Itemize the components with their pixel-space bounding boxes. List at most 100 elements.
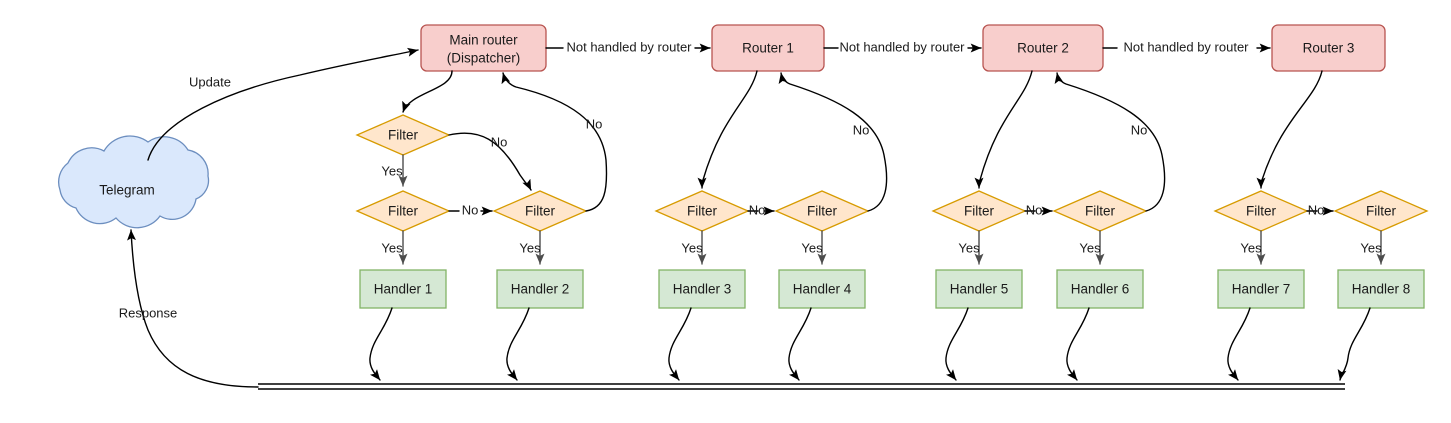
- filter-1-label: Filter: [388, 204, 419, 219]
- label-not-handled-2: Not handled by router: [839, 39, 965, 54]
- edge-response: Response: [119, 229, 259, 388]
- router-2-label: Router 2: [1017, 41, 1069, 56]
- edge-handler8-to-merge: [1337, 307, 1371, 381]
- label-yes-9: Yes: [1360, 240, 1382, 255]
- label-no-3: No: [586, 116, 603, 131]
- edge-handler6-to-merge: [1066, 307, 1090, 381]
- filter-3-label: Filter: [687, 204, 718, 219]
- node-handler-7[interactable]: Handler 7: [1217, 269, 1305, 309]
- label-not-handled-1: Not handled by router: [566, 39, 692, 54]
- edge-filter8-yes-handler8: Yes: [1360, 230, 1386, 265]
- handler-3-label: Handler 3: [673, 282, 732, 297]
- node-filter-8[interactable]: Filter: [1333, 190, 1429, 232]
- edge-handler4-to-merge: [788, 307, 812, 381]
- handler-4-label: Handler 4: [793, 282, 852, 297]
- edge-router2-to-router3: Not handled by router: [1102, 39, 1271, 54]
- handler-2-label: Handler 2: [511, 282, 570, 297]
- node-handler-2[interactable]: Handler 2: [496, 269, 584, 309]
- edge-filter2-yes-handler2: Yes: [519, 230, 545, 265]
- label-yes-6: Yes: [958, 240, 980, 255]
- router-3-label: Router 3: [1303, 41, 1355, 56]
- edge-update: Update: [147, 47, 419, 161]
- node-handler-3[interactable]: Handler 3: [658, 269, 746, 309]
- edge-filter4-yes-handler4: Yes: [801, 230, 827, 265]
- label-no-2: No: [462, 202, 479, 217]
- filter-7-label: Filter: [1246, 204, 1277, 219]
- edge-filter3-no-filter4: No: [747, 202, 775, 217]
- node-filter-a[interactable]: Filter: [355, 114, 451, 156]
- node-filter-7[interactable]: Filter: [1213, 190, 1309, 232]
- label-update: Update: [189, 74, 231, 89]
- edge-handler5-to-merge: [945, 307, 969, 381]
- edge-router1-to-router2: Not handled by router: [823, 39, 982, 54]
- edge-filter5-yes-handler5: Yes: [958, 230, 984, 265]
- main-router-label-line2: (Dispatcher): [447, 51, 521, 66]
- handler-6-label: Handler 6: [1071, 282, 1130, 297]
- label-no-8: No: [1308, 202, 1325, 217]
- handler-7-label: Handler 7: [1232, 282, 1291, 297]
- node-filter-2[interactable]: Filter: [492, 190, 588, 232]
- edge-filter1-no-filter2: No: [448, 202, 493, 217]
- edge-filter6-yes-handler6: Yes: [1079, 230, 1105, 265]
- edge-filter7-yes-handler7: Yes: [1240, 230, 1266, 265]
- node-handler-5[interactable]: Handler 5: [935, 269, 1023, 309]
- node-handler-8[interactable]: Handler 8: [1337, 269, 1425, 309]
- edge-handler3-to-merge: [668, 307, 692, 381]
- filter-6-label: Filter: [1085, 204, 1116, 219]
- edge-filter4-no-router1: No: [778, 72, 888, 212]
- node-handler-6[interactable]: Handler 6: [1056, 269, 1144, 309]
- handler-1-label: Handler 1: [374, 282, 433, 297]
- node-handler-1[interactable]: Handler 1: [359, 269, 447, 309]
- label-yes-8: Yes: [1240, 240, 1262, 255]
- filter-5-label: Filter: [964, 204, 995, 219]
- edge-router1-to-filter3: [697, 70, 758, 189]
- label-yes-4: Yes: [681, 240, 703, 255]
- edge-handler1-to-merge: [369, 307, 393, 381]
- edge-filter-a-no: No: [448, 132, 532, 191]
- label-no-5: No: [853, 122, 870, 137]
- edge-router3-to-filter7: [1256, 70, 1323, 189]
- edge-filter2-no-mainrouter: No: [501, 72, 608, 212]
- edge-filter6-no-router2: No: [1054, 72, 1166, 212]
- node-main-router[interactable]: Main router (Dispatcher): [420, 24, 547, 72]
- node-filter-6[interactable]: Filter: [1052, 190, 1148, 232]
- edge-filter3-yes-handler3: Yes: [681, 230, 707, 265]
- node-filter-5[interactable]: Filter: [931, 190, 1027, 232]
- label-yes-5: Yes: [801, 240, 823, 255]
- edge-filter1-yes-handler1: Yes: [381, 230, 408, 265]
- label-no-4: No: [749, 202, 766, 217]
- node-router-2[interactable]: Router 2: [982, 24, 1104, 72]
- node-router-1[interactable]: Router 1: [711, 24, 825, 72]
- label-yes-2: Yes: [381, 240, 403, 255]
- edge-filter5-no-filter6: No: [1024, 202, 1053, 217]
- filter-2-label: Filter: [525, 204, 556, 219]
- handler-8-label: Handler 8: [1352, 282, 1411, 297]
- node-filter-3[interactable]: Filter: [654, 190, 750, 232]
- merge-bar: [258, 383, 1345, 390]
- main-router-label-line1: Main router: [449, 33, 518, 48]
- label-yes-7: Yes: [1079, 240, 1101, 255]
- filter-4-label: Filter: [807, 204, 838, 219]
- router-1-label: Router 1: [742, 41, 794, 56]
- edge-handler2-to-merge: [506, 307, 530, 381]
- edge-main-to-router1: Not handled by router: [545, 39, 711, 54]
- edge-router2-to-filter5: [974, 70, 1033, 189]
- node-filter-1[interactable]: Filter: [355, 190, 451, 232]
- label-no-6: No: [1026, 202, 1043, 217]
- label-yes-1: Yes: [381, 163, 403, 178]
- telegram-label: Telegram: [99, 183, 155, 198]
- edge-filter7-no-filter8: No: [1306, 202, 1334, 217]
- handler-5-label: Handler 5: [950, 282, 1009, 297]
- label-yes-3: Yes: [519, 240, 541, 255]
- filter-a-label: Filter: [388, 128, 419, 143]
- label-not-handled-3: Not handled by router: [1123, 39, 1249, 54]
- node-router-3[interactable]: Router 3: [1271, 24, 1386, 72]
- edge-mainrouter-to-filter-a: [402, 70, 453, 113]
- label-response: Response: [119, 305, 178, 320]
- edge-filter-a-yes: Yes: [381, 154, 408, 187]
- label-no-7: No: [1131, 122, 1148, 137]
- label-no-1: No: [491, 134, 508, 149]
- node-handler-4[interactable]: Handler 4: [778, 269, 866, 309]
- node-filter-4[interactable]: Filter: [774, 190, 870, 232]
